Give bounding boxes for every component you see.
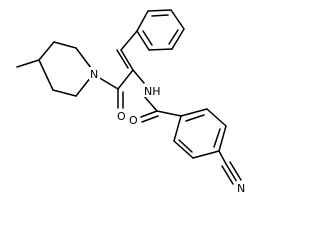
atom-nh-amide: NH	[144, 85, 161, 98]
bond-carbonyl-to-ring	[156, 110, 182, 117]
bond-alpha-nh	[132, 69, 145, 84]
bond-alkene-2	[116, 49, 129, 69]
atom-bg-n-piperidine	[89, 67, 100, 80]
bond-ph-inner-3	[142, 30, 153, 46]
bond-ar-inner-3	[178, 139, 193, 153]
bond-nh-carbonyl-c	[143, 95, 158, 112]
bond-ph-inner-2	[168, 29, 179, 45]
bond-ar-2	[206, 108, 227, 127]
bond-nitrile-c	[218, 150, 227, 165]
bond-ph-6	[136, 30, 150, 51]
phenyl-ring	[136, 9, 185, 51]
bond-ar-inner-2	[213, 128, 221, 148]
bond-ring-c2-c3	[38, 41, 55, 61]
bond-ph-2	[147, 9, 172, 12]
atom-bg-o-bottom	[128, 113, 140, 126]
bond-ph-5	[148, 48, 173, 51]
bond-ph-1	[136, 10, 149, 32]
bond-ring-c3-c4	[38, 59, 54, 91]
bond-carbonyl-c-alpha	[117, 69, 134, 90]
bond-ar-inner-1	[185, 114, 205, 122]
bond-ring-c5-n	[75, 76, 92, 97]
atom-bg-n-nitrile	[236, 181, 247, 194]
bond-ar-1	[180, 108, 208, 117]
atom-labels: N O NH O N	[89, 67, 247, 195]
atom-n-piperidine: N	[90, 68, 98, 81]
atom-o-carbonyl-top: O	[117, 110, 126, 123]
atom-o-carbonyl-bottom: O	[129, 114, 138, 127]
bond-nitrile-triple-3	[221, 165, 234, 185]
bond-ring-c1-c2	[53, 41, 77, 49]
bond-vinyl-phenyl	[120, 30, 138, 51]
bond-ph-4	[171, 28, 185, 50]
bond-n-carbonyl-c	[97, 76, 119, 90]
bond-nitrile-triple-1	[225, 163, 238, 183]
bond-ar-5	[173, 140, 194, 159]
molecule-svg: N O NH O N	[16, 9, 247, 195]
bond-ring-c4-c5	[52, 89, 77, 97]
bond-methyl	[16, 59, 40, 68]
bond-ph-inner-1	[151, 14, 169, 17]
benzonitrile-ring	[173, 108, 227, 159]
bond-n-ring-c1	[75, 47, 92, 69]
atom-bg-nh	[143, 84, 163, 97]
atom-bg-o-top	[116, 109, 127, 122]
bond-nitrile-triple-2	[229, 161, 242, 181]
atom-n-nitrile: N	[237, 182, 245, 195]
piperidine-ring	[38, 41, 92, 97]
bond-ar-3	[218, 125, 227, 152]
bond-benzamide-c-o-1	[140, 110, 158, 118]
structure-diagram: N O NH O N	[16, 9, 247, 195]
bond-ar-4	[192, 150, 220, 159]
bond-benzamide-c-o-2	[141, 115, 159, 123]
bond-ar-6	[173, 115, 182, 142]
bond-ph-3	[170, 9, 185, 30]
bond-alkene-1	[120, 49, 134, 71]
